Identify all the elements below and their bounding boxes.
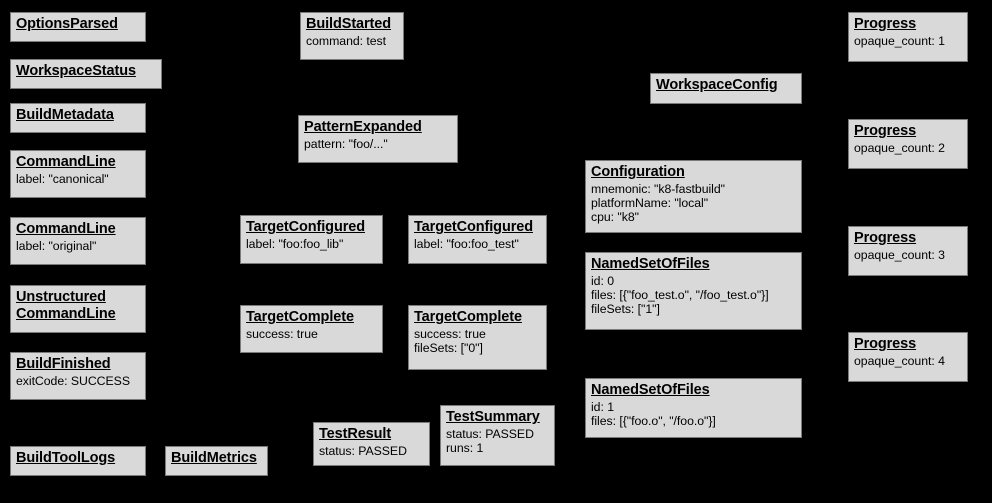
node-field: opaque_count: 1 xyxy=(854,33,945,48)
node-field: mnemonic: "k8-fastbuild" xyxy=(591,181,725,196)
node-fields: opaque_count: 4 xyxy=(854,354,962,368)
node-title-line: NamedSetOfFiles xyxy=(591,382,710,398)
node-field: status: PASSED xyxy=(446,426,534,441)
node-field: fileSets: ["1"] xyxy=(591,302,660,317)
node-field: success: true xyxy=(414,326,486,341)
node-title-line: TargetConfigured xyxy=(246,219,365,235)
node-field: runs: 1 xyxy=(446,441,484,456)
node-title-line: TestSummary xyxy=(446,409,540,425)
node-title-line: BuildFinished xyxy=(16,356,111,372)
node-title-line: BuildMetadata xyxy=(16,107,114,123)
node-fields: opaque_count: 3 xyxy=(854,248,962,262)
node-field: label: "foo:foo_lib" xyxy=(246,236,344,251)
node-fields: label: "original" xyxy=(16,239,140,253)
node-title-line: TargetComplete xyxy=(246,309,354,325)
node-fields: command: test xyxy=(306,34,398,48)
node-field: fileSets: ["0"] xyxy=(414,341,483,356)
node-field: opaque_count: 4 xyxy=(854,353,945,368)
node-title-line: Configuration xyxy=(591,164,685,180)
node-field: opaque_count: 2 xyxy=(854,140,945,155)
node-fields: label: "canonical" xyxy=(16,172,140,186)
node-title-line: BuildStarted xyxy=(306,16,392,32)
node-title-line: Progress xyxy=(854,230,917,246)
node-title-line: BuildToolLogs xyxy=(16,450,116,466)
node-title-line: BuildMetrics xyxy=(171,450,257,466)
node-title-line: PatternExpanded xyxy=(304,119,422,135)
node-title-line: WorkspaceStatus xyxy=(16,63,136,79)
node-field: pattern: "foo/..." xyxy=(304,136,388,151)
node-fields: exitCode: SUCCESS xyxy=(16,374,140,388)
node-field: platformName: "local" xyxy=(591,196,709,211)
node-fields: status: PASSED xyxy=(319,444,424,458)
node-field: id: 0 xyxy=(591,273,614,288)
node-fields: pattern: "foo/..." xyxy=(304,137,452,151)
node-title-line: NamedSetOfFiles xyxy=(591,256,710,272)
node-fields: success: true xyxy=(246,327,377,341)
node-title-line: Progress xyxy=(854,336,917,352)
node-field: label: "foo:foo_test" xyxy=(414,236,519,251)
node-title-line: TestResult xyxy=(319,426,392,442)
node-title-line: Progress xyxy=(854,123,917,139)
node-options-parsed[interactable]: OptionsParsed xyxy=(10,12,146,42)
node-title-line: OptionsParsed xyxy=(16,16,118,32)
node-title-line: Unstructured xyxy=(16,289,106,305)
node-field: files: [{"foo.o", "/foo.o"}] xyxy=(591,414,716,429)
node-workspace-status[interactable]: WorkspaceStatus xyxy=(10,59,162,89)
node-field: command: test xyxy=(306,33,386,48)
node-field: label: "canonical" xyxy=(16,171,109,186)
node-build-metrics[interactable]: BuildMetrics xyxy=(165,446,268,476)
node-workspace-config[interactable]: WorkspaceConfig xyxy=(650,73,802,104)
node-title-line: CommandLine xyxy=(16,154,116,170)
node-title-line: TargetComplete xyxy=(414,309,522,325)
node-title-line: CommandLine xyxy=(16,305,116,322)
node-fields: opaque_count: 1 xyxy=(854,34,962,48)
node-fields: label: "foo:foo_test" xyxy=(414,237,541,251)
node-fields: label: "foo:foo_lib" xyxy=(246,237,377,251)
node-title-line: Progress xyxy=(854,16,917,32)
node-title-line: TargetConfigured xyxy=(414,219,533,235)
node-field: cpu: "k8" xyxy=(591,210,639,225)
node-field: files: [{"foo_test.o", "/foo_test.o"}] xyxy=(591,288,769,303)
node-field: exitCode: SUCCESS xyxy=(16,373,130,388)
node-field: label: "original" xyxy=(16,238,97,253)
node-title-line: WorkspaceConfig xyxy=(656,77,778,93)
node-fields: mnemonic: "k8-fastbuild"platformName: "l… xyxy=(591,182,796,225)
node-field: opaque_count: 3 xyxy=(854,247,945,262)
node-field: status: PASSED xyxy=(319,443,407,458)
node-build-metadata[interactable]: BuildMetadata xyxy=(10,103,146,133)
node-build-tool-logs[interactable]: BuildToolLogs xyxy=(10,446,146,476)
node-title-line: CommandLine xyxy=(16,221,116,237)
node-field: id: 1 xyxy=(591,399,614,414)
node-fields: opaque_count: 2 xyxy=(854,141,962,155)
node-field: success: true xyxy=(246,326,318,341)
